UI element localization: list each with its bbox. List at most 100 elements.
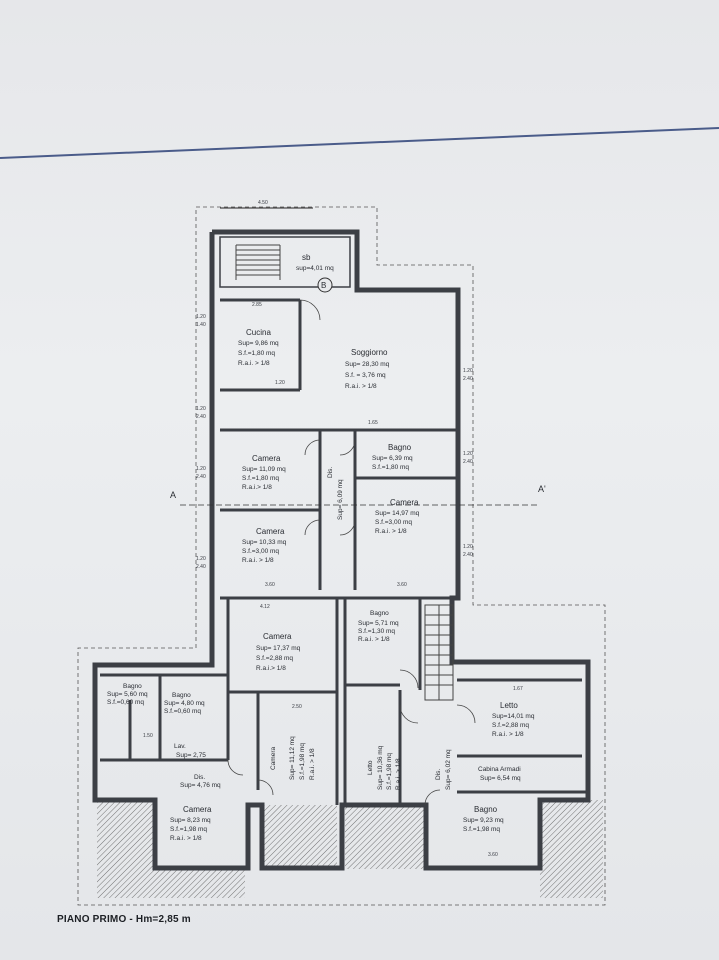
- room-soggiorno: Soggiorno Sup= 28,30 mq S.f. = 3,76 mq R…: [345, 348, 390, 390]
- svg-text:S.f.=1,98 mq: S.f.=1,98 mq: [386, 753, 393, 790]
- room-camera-6: Camera Sup= 8,23 mq S.f.=1,98 mq R.a.i. …: [170, 805, 212, 842]
- plan-caption: PIANO PRIMO - Hm=2,85 m: [57, 914, 191, 925]
- svg-text:A': A': [538, 484, 546, 494]
- svg-text:Bagno: Bagno: [474, 805, 498, 814]
- svg-text:Bagno: Bagno: [370, 610, 389, 617]
- svg-text:Bagno: Bagno: [172, 692, 191, 699]
- svg-text:Sup= 4,76 mq: Sup= 4,76 mq: [180, 782, 221, 789]
- svg-text:R.a.i.> 1/8: R.a.i.> 1/8: [242, 484, 272, 491]
- room-letto-1: Letto Sup= 10,36 mq S.f.=1,98 mq R.a.i. …: [367, 745, 402, 790]
- room-camera-3: Camera Sup= 10,33 mq S.f.=3,00 mq R.a.i.…: [242, 527, 287, 564]
- svg-text:Soggiorno: Soggiorno: [351, 348, 388, 357]
- svg-text:Sup= 10,33 mq: Sup= 10,33 mq: [242, 539, 287, 546]
- room-bagno-2: Bagno Sup= 5,71 mq S.f.=1,30 mq R.a.i. >…: [358, 610, 399, 643]
- sheet-border-line: [0, 127, 719, 159]
- svg-text:Sup=14,01 mq: Sup=14,01 mq: [492, 713, 535, 720]
- svg-text:R.a.i. > 1/8: R.a.i. > 1/8: [375, 528, 407, 535]
- svg-text:Sup= 2,75: Sup= 2,75: [176, 752, 206, 759]
- svg-text:S.f.=2,88 mq: S.f.=2,88 mq: [492, 722, 529, 729]
- svg-text:1.67: 1.67: [513, 686, 523, 692]
- svg-text:Dis.: Dis.: [435, 769, 442, 780]
- svg-text:Letto: Letto: [367, 760, 374, 775]
- svg-text:R.a.i. > 1/8: R.a.i. > 1/8: [358, 636, 390, 643]
- balcony-hatching: [97, 800, 603, 898]
- svg-text:Bagno: Bagno: [388, 443, 412, 452]
- svg-text:Lav.: Lav.: [174, 743, 186, 750]
- svg-text:S.f.=0,60 mq: S.f.=0,60 mq: [164, 708, 201, 715]
- svg-text:R.a.i. > 1/8: R.a.i. > 1/8: [170, 835, 202, 842]
- svg-text:S.f.=1,80 mq: S.f.=1,80 mq: [372, 464, 409, 471]
- svg-text:R.a.i. > 1/8: R.a.i. > 1/8: [345, 383, 377, 390]
- svg-text:Sup= 6,02 mq: Sup= 6,02 mq: [445, 749, 452, 790]
- svg-text:1.50: 1.50: [143, 733, 153, 739]
- svg-text:S.f.=3,00 mq: S.f.=3,00 mq: [375, 519, 412, 526]
- room-cucina: Cucina Sup= 9,86 mq S.f.=1,80 mq R.a.i. …: [238, 328, 279, 367]
- svg-text:Sup= 6,54 mq: Sup= 6,54 mq: [480, 775, 521, 782]
- svg-text:4.12: 4.12: [260, 604, 270, 610]
- svg-text:Sup= 8,23 mq: Sup= 8,23 mq: [170, 817, 211, 824]
- svg-text:1.20: 1.20: [196, 406, 206, 412]
- overall-dimension: 4.50: [220, 200, 313, 209]
- svg-text:R.a.i.> 1/8: R.a.i.> 1/8: [256, 665, 286, 672]
- room-bagno-3: Bagno Sup= 5,60 mq S.f.=0,60 mq: [107, 683, 148, 706]
- svg-text:Sup= 6,09 mq: Sup= 6,09 mq: [337, 479, 344, 520]
- svg-text:Sup= 5,71 mq: Sup= 5,71 mq: [358, 620, 399, 627]
- svg-text:Sup= 14,97 mq: Sup= 14,97 mq: [375, 510, 420, 517]
- room-camera-1: Camera Sup= 11,09 mq S.f.=1,80 mq R.a.i.…: [242, 454, 286, 491]
- room-bagno-5: Bagno Sup= 9,23 mq S.f.=1,98 mq: [463, 805, 504, 833]
- svg-text:S.f.=3,00 mq: S.f.=3,00 mq: [242, 548, 279, 555]
- svg-text:1.20: 1.20: [196, 314, 206, 320]
- svg-text:2.40: 2.40: [463, 552, 473, 558]
- room-dis-1: Dis. Sup= 6,09 mq: [327, 467, 344, 520]
- svg-text:S.f.=1,30 mq: S.f.=1,30 mq: [358, 628, 395, 635]
- svg-text:Camera: Camera: [256, 527, 285, 536]
- stair-right: [424, 604, 454, 701]
- svg-text:S.f. = 3,76 mq: S.f. = 3,76 mq: [345, 372, 386, 379]
- stair-top: sb sup=4,01 mq B: [219, 236, 351, 293]
- svg-text:Sup= 9,23 mq: Sup= 9,23 mq: [463, 817, 504, 824]
- svg-text:S.f.=0,60 mq: S.f.=0,60 mq: [107, 699, 144, 706]
- svg-text:1.20: 1.20: [275, 380, 285, 386]
- svg-text:Cabina Armadi: Cabina Armadi: [478, 766, 521, 773]
- svg-text:sb: sb: [302, 253, 311, 262]
- svg-text:R.a.i. > 1/8: R.a.i. > 1/8: [395, 758, 402, 790]
- svg-text:1.20: 1.20: [196, 556, 206, 562]
- svg-text:Sup= 6,39 mq: Sup= 6,39 mq: [372, 455, 413, 462]
- room-bagno-4: Bagno Sup= 4,80 mq S.f.=0,60 mq: [164, 692, 205, 715]
- section-line: A A': [170, 484, 546, 506]
- svg-text:2.40: 2.40: [463, 459, 473, 465]
- svg-text:Camera: Camera: [252, 454, 281, 463]
- svg-text:Sup= 10,36 mq: Sup= 10,36 mq: [377, 745, 384, 790]
- svg-text:1.20: 1.20: [463, 451, 473, 457]
- svg-text:Camera: Camera: [270, 746, 277, 770]
- exterior-walls: [92, 229, 591, 871]
- svg-text:R.a.i. > 1/8: R.a.i. > 1/8: [238, 360, 270, 367]
- svg-text:Camera: Camera: [183, 805, 212, 814]
- svg-text:Dis.: Dis.: [327, 467, 334, 478]
- svg-text:S.f.=1,80 mq: S.f.=1,80 mq: [242, 475, 279, 482]
- svg-text:R.a.i. > 1/8: R.a.i. > 1/8: [492, 731, 524, 738]
- svg-text:1.20: 1.20: [463, 544, 473, 550]
- svg-text:4.50: 4.50: [258, 200, 268, 206]
- svg-text:1.20: 1.20: [463, 368, 473, 374]
- svg-text:S.f.=1,80 mq: S.f.=1,80 mq: [238, 350, 275, 357]
- room-camera-5: Camera Sup= 11,12 mq S.f.=1,98 mq R.a.i.…: [270, 736, 316, 780]
- svg-text:1.65: 1.65: [368, 420, 378, 426]
- dimension-labels: 2.85 1.20 1.65 3.60 3.60 4.12 2.50 1.67 …: [143, 302, 523, 858]
- svg-text:1.40: 1.40: [196, 322, 206, 328]
- svg-text:S.f.=1,98 mq: S.f.=1,98 mq: [463, 826, 500, 833]
- svg-text:2.40: 2.40: [196, 474, 206, 480]
- svg-text:Sup= 28,30 mq: Sup= 28,30 mq: [345, 361, 390, 368]
- svg-text:S.f.=1,98 mq: S.f.=1,98 mq: [299, 743, 306, 780]
- svg-text:2.40: 2.40: [463, 376, 473, 382]
- room-camera-2: Camera Sup= 14,97 mq S.f.=3,00 mq R.a.i.…: [375, 498, 420, 535]
- property-boundary: [77, 206, 606, 906]
- room-letto-2: Letto Sup=14,01 mq S.f.=2,88 mq R.a.i. >…: [492, 701, 535, 738]
- svg-text:Sup= 5,60 mq: Sup= 5,60 mq: [107, 691, 148, 698]
- svg-text:Sup= 9,86 mq: Sup= 9,86 mq: [238, 340, 279, 347]
- svg-text:Sup= 11,09 mq: Sup= 11,09 mq: [242, 466, 286, 473]
- svg-text:sup=4,01 mq: sup=4,01 mq: [296, 265, 334, 272]
- svg-text:2.40: 2.40: [196, 414, 206, 420]
- svg-text:S.f.=1,98 mq: S.f.=1,98 mq: [170, 826, 207, 833]
